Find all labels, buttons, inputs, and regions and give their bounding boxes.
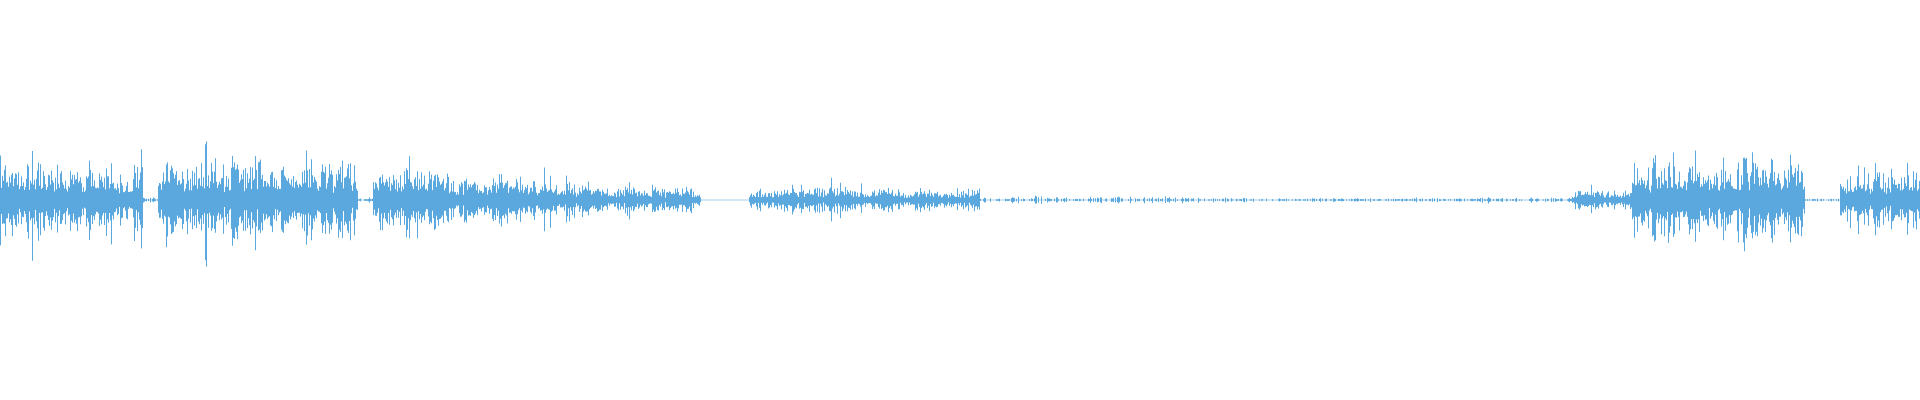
waveform-amplitude-path [0,141,1920,267]
waveform-bars [0,141,1920,267]
